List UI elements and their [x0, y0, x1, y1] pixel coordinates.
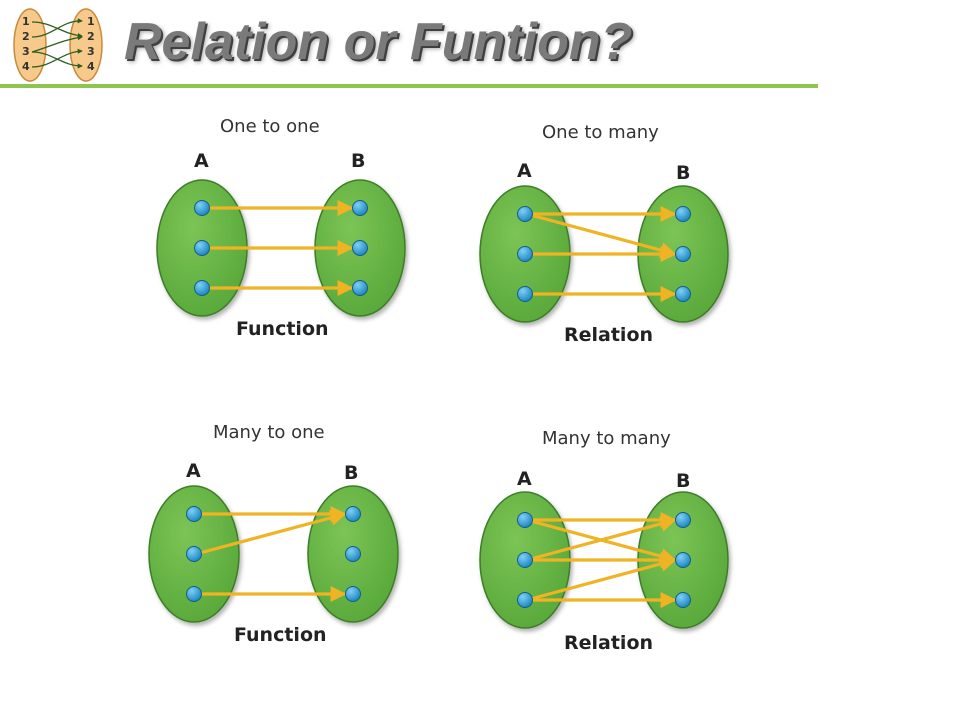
set-a-label: A — [186, 460, 201, 482]
title-divider — [0, 84, 818, 88]
mapping-arrow — [526, 516, 677, 562]
codomain-element — [675, 246, 691, 262]
domain-element — [194, 280, 210, 296]
codomain-element — [675, 512, 691, 528]
panel-heading: One to many — [542, 122, 659, 143]
domain-element — [517, 286, 533, 302]
panel-one-to-one: One to one A B Function — [150, 110, 430, 360]
logo-left-3: 3 — [22, 45, 30, 58]
domain-element — [194, 240, 210, 256]
mapping-diagram — [148, 485, 399, 623]
domain-element — [517, 512, 533, 528]
panel-result: Function — [236, 318, 329, 340]
domain-element — [517, 246, 533, 262]
set-b-label: B — [351, 150, 366, 172]
domain-element — [186, 546, 202, 562]
codomain-element — [675, 552, 691, 568]
codomain-element — [345, 546, 361, 562]
codomain-element — [675, 206, 691, 222]
panel-one-to-many: One to many A B Relation — [472, 116, 752, 366]
codomain-element — [675, 286, 691, 302]
codomain-element — [345, 586, 361, 602]
set-a-label: A — [517, 160, 532, 182]
mapping-arrow — [526, 556, 677, 602]
mapping-diagram — [479, 491, 729, 629]
logo-left-4: 4 — [22, 60, 30, 73]
domain-element — [186, 586, 202, 602]
codomain-element — [352, 200, 368, 216]
panel-result: Relation — [564, 324, 654, 346]
domain-element — [517, 592, 533, 608]
domain-element — [186, 506, 202, 522]
codomain-element — [345, 506, 361, 522]
panel-heading: Many to one — [213, 422, 325, 443]
domain-element — [517, 552, 533, 568]
logo-right-3: 3 — [87, 45, 95, 58]
mapping-arrow — [526, 212, 677, 258]
domain-element — [517, 206, 533, 222]
mapping-arrow — [195, 510, 347, 556]
codomain-element — [352, 240, 368, 256]
set-a-label: A — [517, 468, 532, 490]
panel-heading: Many to many — [542, 428, 671, 449]
codomain-element — [352, 280, 368, 296]
set-b-label: B — [676, 162, 691, 184]
set-a-label: A — [194, 150, 209, 172]
logo-left-1: 1 — [22, 15, 30, 28]
domain-element — [194, 200, 210, 216]
panel-many-to-many: Many to many A B Relation — [472, 424, 752, 674]
set-b-label: B — [344, 462, 359, 484]
panel-result: Function — [234, 624, 327, 646]
mapping-diagram — [156, 179, 406, 317]
panel-heading: One to one — [220, 116, 320, 137]
logo-right-2: 2 — [87, 30, 95, 43]
relation-logo-icon: 1 2 3 4 1 2 3 4 — [12, 6, 106, 84]
codomain-element — [675, 592, 691, 608]
logo-left-2: 2 — [22, 30, 30, 43]
logo-right-1: 1 — [87, 15, 95, 28]
logo-right-4: 4 — [87, 60, 95, 73]
mapping-diagram — [479, 185, 729, 323]
set-b-label: B — [676, 470, 691, 492]
page-title: Relation or Funtion? — [124, 13, 633, 71]
panel-many-to-one: Many to one A B Function — [144, 418, 424, 668]
panel-result: Relation — [564, 632, 654, 654]
